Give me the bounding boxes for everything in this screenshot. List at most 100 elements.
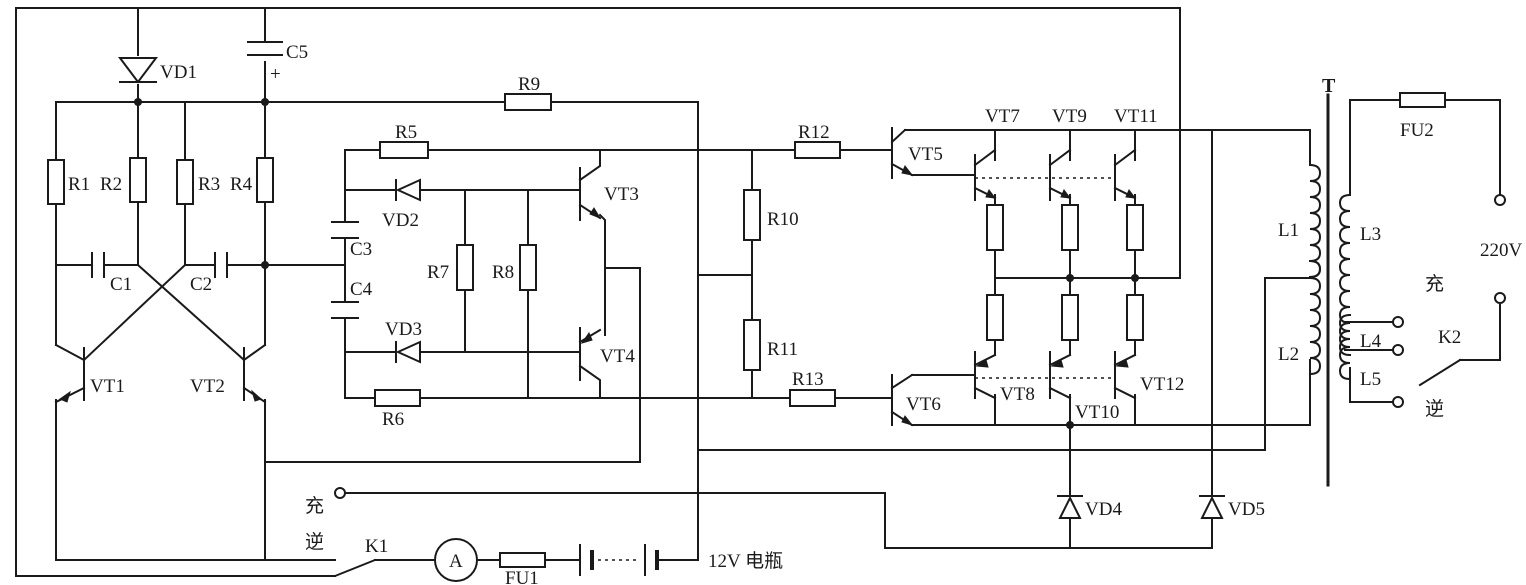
label-l2: L2 [1278, 344, 1299, 365]
transistor-vt11 [1113, 148, 1137, 201]
terminal-l4 [1392, 344, 1404, 356]
label-fu2: FU2 [1400, 120, 1434, 141]
resistor-vt10-collector [1061, 294, 1079, 341]
label-r10: R10 [767, 209, 799, 230]
resistor-r4 [256, 157, 274, 203]
label-vt5: VT5 [908, 144, 943, 165]
label-k2: K2 [1438, 327, 1461, 348]
transistor-vt9 [1048, 148, 1072, 201]
label-r2: R2 [100, 174, 122, 195]
label-r5: R5 [395, 122, 417, 143]
label-vt12: VT12 [1140, 374, 1184, 395]
switch-k2 [1418, 358, 1462, 387]
label-r13: R13 [792, 369, 824, 390]
ammeter [434, 538, 478, 582]
terminal-220v-bottom [1494, 292, 1506, 304]
capacitor-c1 [91, 252, 105, 278]
resistor-vt11-emitter [1126, 204, 1144, 251]
transistor-vt3 [578, 149, 602, 221]
label-c2: C2 [190, 274, 212, 295]
junction-dots [134, 98, 1139, 429]
label-220v: 220V [1480, 240, 1523, 261]
label-charge-left: 充 [305, 495, 324, 517]
label-c4: C4 [350, 279, 373, 300]
capacitor-c2 [214, 252, 228, 278]
transformer-t [1308, 93, 1352, 487]
label-fu1: FU1 [505, 568, 539, 585]
transistor-vt6 [890, 373, 914, 427]
label-r11: R11 [767, 339, 798, 360]
resistor-vt9-emitter [1061, 204, 1079, 251]
label-vd2: VD2 [382, 210, 419, 231]
label-vd3: VD3 [385, 319, 422, 340]
label-r4: R4 [230, 174, 253, 195]
transistor-vt5 [890, 127, 914, 179]
resistor-r6 [374, 389, 421, 407]
label-vt11: VT11 [1114, 106, 1158, 127]
label-r3: R3 [198, 174, 220, 195]
resistor-r8 [519, 244, 537, 291]
diode-vd4 [1057, 495, 1083, 519]
label-vt8: VT8 [1000, 384, 1035, 405]
label-vd5: VD5 [1228, 499, 1265, 520]
capacitor-c4 [331, 301, 359, 319]
label-c3: C3 [350, 239, 372, 260]
label-l4: L4 [1360, 331, 1382, 352]
transistor-vt10 [1048, 351, 1072, 400]
terminal-220v-top [1494, 194, 1506, 206]
diode-vd2 [395, 178, 421, 202]
label-vt6: VT6 [906, 394, 941, 415]
battery-12v [579, 544, 659, 576]
label-vt9: VT9 [1052, 106, 1087, 127]
label-l5: L5 [1360, 369, 1381, 390]
label-r6: R6 [382, 409, 404, 430]
label-k1: K1 [365, 536, 388, 557]
label-r8: R8 [492, 262, 514, 283]
labels: VD1 C5 + R9 R1 R2 R3 R4 C1 C2 VT1 VT2 R5… [68, 42, 1523, 585]
label-vd1: VD1 [160, 62, 197, 83]
label-vt3: VT3 [604, 184, 639, 205]
terminal-k1-charge [334, 487, 346, 499]
label-vt2: VT2 [190, 376, 225, 397]
terminal-l5 [1392, 396, 1404, 408]
label-battery: 12V 电瓶 [708, 550, 783, 572]
label-vt10: VT10 [1075, 402, 1119, 423]
resistor-r13 [789, 389, 836, 407]
diode-vd5 [1199, 495, 1225, 519]
diode-vd1 [118, 57, 158, 84]
resistor-r1 [47, 159, 65, 205]
label-ammeter: A [449, 551, 463, 572]
transistor-vt2 [242, 343, 267, 404]
capacitor-c3 [331, 221, 359, 239]
switch-k1 [333, 558, 377, 578]
label-vd4: VD4 [1085, 499, 1122, 520]
capacitor-c5 [247, 41, 283, 56]
resistor-r9 [504, 93, 552, 111]
wires [15, 7, 1501, 577]
label-vt1: VT1 [90, 376, 125, 397]
label-r9: R9 [518, 74, 540, 95]
label-r1: R1 [68, 174, 90, 195]
resistor-r11 [743, 319, 761, 371]
transistor-vt12 [1113, 351, 1137, 400]
label-t: T [1322, 75, 1336, 97]
label-r7: R7 [427, 262, 449, 283]
label-invert-left: 逆 [305, 531, 324, 553]
label-charge-right: 充 [1425, 273, 1444, 295]
diode-vd3 [395, 340, 421, 364]
resistor-r10 [743, 189, 761, 241]
fuse-fu2 [1399, 92, 1446, 108]
label-vt7: VT7 [985, 106, 1020, 127]
transistor-vt7 [973, 148, 997, 201]
label-c5-polarity: + [270, 64, 281, 85]
label-invert-right: 逆 [1425, 398, 1444, 420]
transistor-vt4 [578, 327, 602, 399]
resistor-r12 [794, 141, 841, 159]
label-c5: C5 [286, 42, 308, 63]
resistor-r5 [379, 141, 429, 159]
terminal-l4-top [1392, 316, 1404, 328]
label-c1: C1 [110, 274, 132, 295]
label-l3: L3 [1360, 224, 1381, 245]
fuse-fu1 [499, 552, 546, 568]
